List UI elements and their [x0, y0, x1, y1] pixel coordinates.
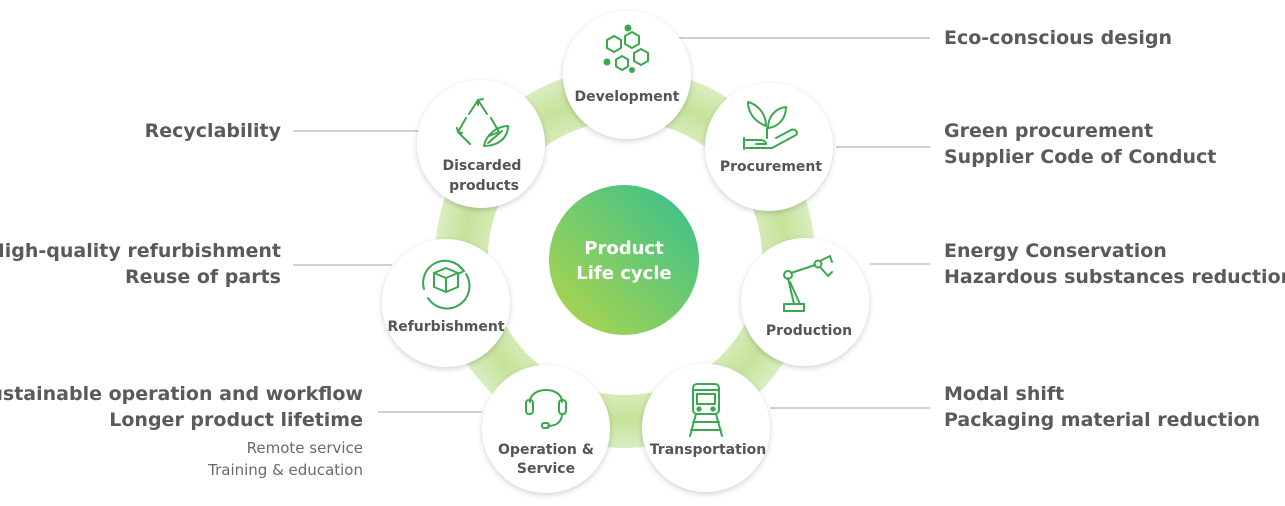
- stage-discarded: Discarded products: [417, 80, 545, 208]
- annotation-line: Recyclability: [144, 120, 281, 142]
- stage-label-operation-2: Service: [517, 461, 575, 477]
- annotation-line: Modal shift: [944, 383, 1065, 405]
- annotation-line: Hazardous substances reduction: [944, 266, 1285, 288]
- hexagon-molecule-icon: [603, 24, 649, 73]
- annotation-production: Energy Conservation Hazardous substances…: [944, 238, 1285, 290]
- annotation-line: Green procurement: [944, 120, 1154, 142]
- annotation-line: Reuse of parts: [125, 266, 281, 288]
- headset-icon: [525, 389, 567, 429]
- train-icon: [689, 383, 723, 437]
- stage-development: Development: [563, 11, 691, 139]
- annotation-line: Packaging material reduction: [944, 409, 1261, 431]
- annotation-line: Eco-conscious design: [944, 27, 1173, 49]
- annotation-procurement: Green procurement Supplier Code of Condu…: [944, 118, 1216, 170]
- stage-production: Production: [741, 238, 869, 366]
- stage-transportation: Transportation: [642, 364, 770, 492]
- center-title-line2: Life cycle: [576, 263, 671, 284]
- annotation-operation: Sustainable operation and workflow Longe…: [0, 381, 363, 481]
- hand-plant-icon: [743, 101, 799, 150]
- annotation-line: Energy Conservation: [944, 240, 1167, 262]
- recycle-leaf-icon: [456, 98, 509, 147]
- center-title-line1: Product: [584, 238, 664, 259]
- annotation-line: Sustainable operation and workflow: [0, 383, 363, 405]
- robot-arm-icon: [783, 255, 833, 312]
- connector-lines: [293, 37, 930, 413]
- stage-label-procurement: Procurement: [720, 159, 822, 175]
- stage-label-operation-1: Operation &: [498, 442, 594, 458]
- stage-label-discarded-2: products: [449, 178, 519, 194]
- stage-label-refurbishment: Refurbishment: [387, 319, 504, 335]
- stage-procurement: Procurement: [705, 83, 833, 211]
- annotation-development: Eco-conscious design: [944, 25, 1172, 51]
- annotation-subline: Remote service: [246, 439, 363, 457]
- box-cycle-icon: [422, 259, 471, 310]
- center-circle: Product Life cycle: [549, 185, 699, 335]
- annotation-subline: Training & education: [208, 461, 363, 479]
- stage-label-discarded-1: Discarded: [443, 158, 522, 174]
- annotation-line: Supplier Code of Conduct: [944, 146, 1217, 168]
- annotation-line: High-quality refurbishment: [0, 240, 281, 262]
- annotation-transportation: Modal shift Packaging material reduction: [944, 381, 1260, 433]
- stage-refurbishment: Refurbishment: [382, 239, 510, 367]
- annotation-line: Longer product lifetime: [109, 409, 363, 431]
- annotation-discarded: Recyclability: [145, 118, 281, 144]
- annotation-refurbishment: High-quality refurbishment Reuse of part…: [0, 238, 281, 290]
- stage-label-transportation: Transportation: [650, 442, 766, 458]
- stage-operation: Operation & Service: [482, 365, 610, 493]
- stage-label-development: Development: [575, 89, 680, 105]
- stage-label-production: Production: [766, 323, 852, 339]
